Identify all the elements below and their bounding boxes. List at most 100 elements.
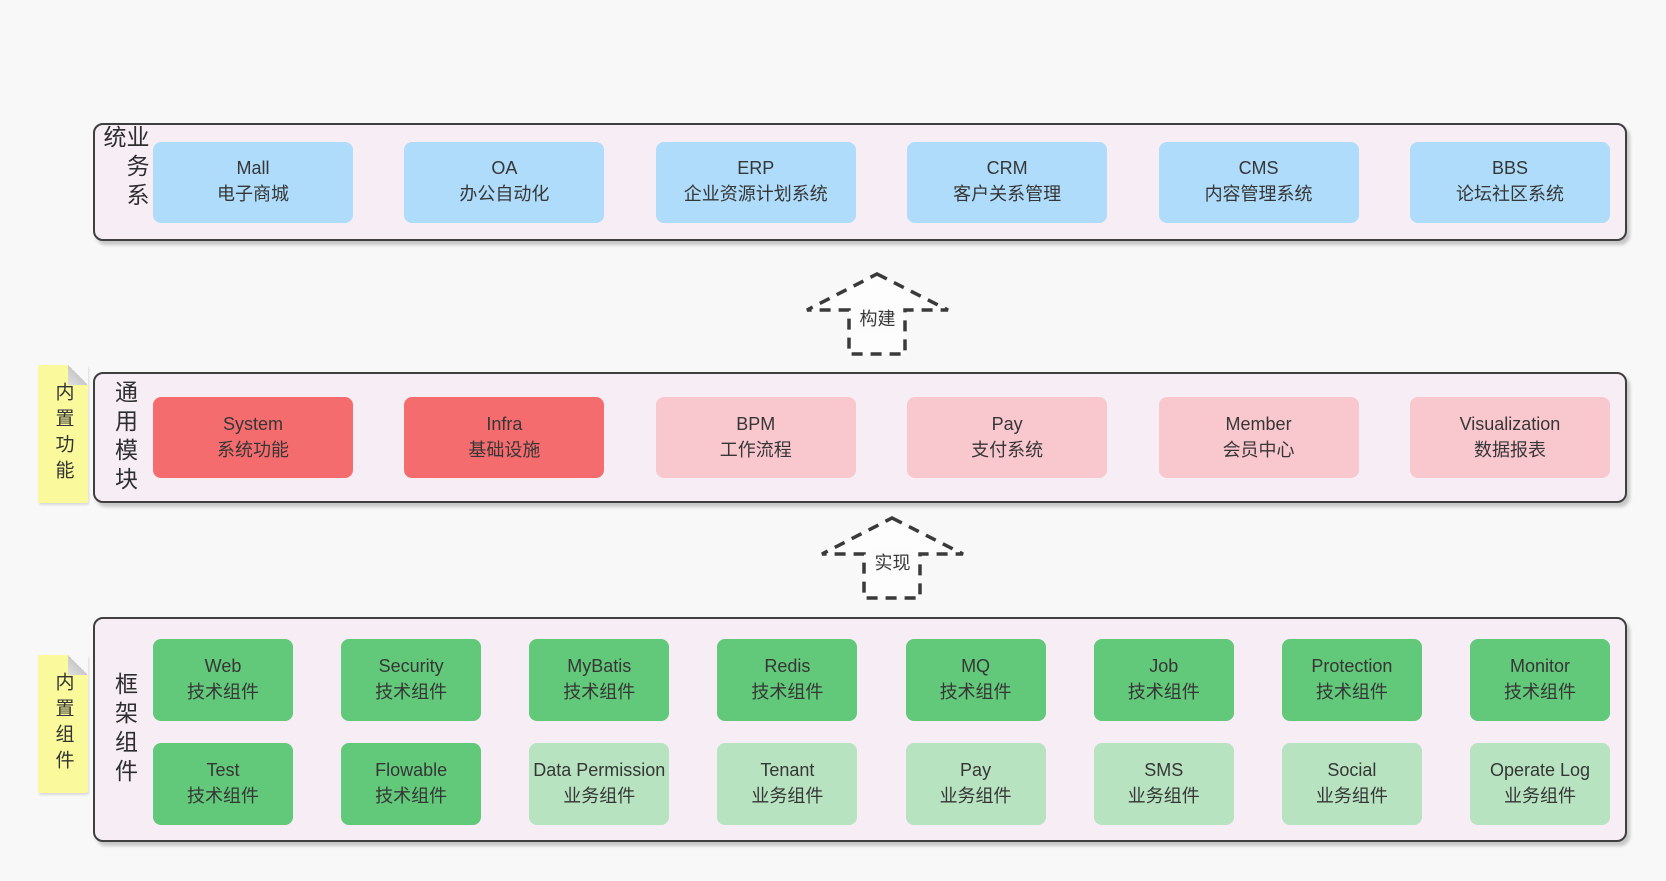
- node-pay-component: Pay 业务组件: [905, 742, 1046, 825]
- node-bbs-title: BBS: [1491, 158, 1528, 179]
- arrow-build-label: 构建: [856, 305, 899, 331]
- node-infra: Infra 基础设施: [404, 397, 605, 478]
- sticky-built-in-features: 内置功能: [38, 365, 88, 503]
- node-member-subtitle: 会员中心: [1222, 439, 1295, 460]
- layer-framework-components-labelzone: 框架组件: [95, 619, 153, 840]
- node-social-subtitle: 业务组件: [1315, 785, 1388, 806]
- arrow-implement-label: 实现: [871, 549, 914, 575]
- node-monitor-title: Monitor: [1509, 655, 1570, 676]
- framework-row-1: Web 技术组件 Security 技术组件 MyBatis 技术组件 Redi…: [153, 638, 1610, 721]
- node-web-subtitle: 技术组件: [187, 681, 259, 702]
- node-mall-title: Mall: [236, 158, 270, 179]
- node-test: Test 技术组件: [153, 742, 293, 825]
- node-job-subtitle: 技术组件: [1127, 681, 1200, 702]
- node-sms-title: SMS: [1144, 759, 1184, 780]
- node-redis-subtitle: 技术组件: [751, 681, 824, 702]
- node-test-title: Test: [206, 759, 240, 780]
- node-pay-module: Pay 支付系统: [907, 397, 1108, 478]
- node-mq: MQ 技术组件: [905, 638, 1046, 721]
- node-crm: CRM 客户关系管理: [907, 141, 1108, 223]
- sticky-built-in-components-label: 内置组件: [52, 672, 74, 776]
- sticky-built-in-features-label: 内置功能: [52, 382, 74, 486]
- node-pay-component-subtitle: 业务组件: [939, 785, 1012, 806]
- node-redis-title: Redis: [764, 655, 811, 676]
- node-job-title: Job: [1149, 655, 1179, 676]
- node-sms: SMS 业务组件: [1093, 742, 1234, 825]
- layer-business-systems-labelzone: 业务系统: [95, 125, 153, 239]
- node-flowable-subtitle: 技术组件: [375, 785, 448, 806]
- node-bpm-title: BPM: [736, 413, 776, 434]
- node-security-title: Security: [378, 655, 444, 676]
- node-protection-title: Protection: [1311, 655, 1393, 676]
- layer-common-modules-label: 通用模块: [111, 379, 138, 496]
- layer-common-modules-labelzone: 通用模块: [95, 374, 153, 501]
- layer-business-systems-content: Mall 电子商城 OA 办公自动化 ERP 企业资源计划系统 CRM 客户关系…: [153, 125, 1625, 239]
- node-erp: ERP 企业资源计划系统: [655, 141, 856, 223]
- node-data-permission-title: Data Permission: [533, 759, 666, 780]
- node-social-title: Social: [1327, 759, 1377, 780]
- node-cms: CMS 内容管理系统: [1158, 141, 1359, 223]
- node-operate-log: Operate Log 业务组件: [1469, 742, 1610, 825]
- node-cms-title: CMS: [1238, 158, 1279, 179]
- node-mall: Mall 电子商城: [153, 141, 353, 223]
- node-data-permission-subtitle: 业务组件: [563, 785, 636, 806]
- node-visualization: Visualization 数据报表: [1409, 397, 1610, 478]
- framework-row-2: Test 技术组件 Flowable 技术组件 Data Permission …: [153, 742, 1610, 825]
- layer-framework-components-label: 框架组件: [111, 671, 138, 788]
- layer-framework-components-content: Web 技术组件 Security 技术组件 MyBatis 技术组件 Redi…: [153, 619, 1625, 840]
- node-tenant: Tenant 业务组件: [717, 742, 858, 825]
- layer-framework-components: 框架组件 Web 技术组件 Security 技术组件 MyBatis 技术组件…: [93, 617, 1627, 842]
- node-oa: OA 办公自动化: [404, 141, 605, 223]
- node-bpm: BPM 工作流程: [655, 397, 856, 478]
- node-system-subtitle: 系统功能: [217, 439, 289, 460]
- node-tenant-title: Tenant: [760, 759, 815, 780]
- node-visualization-title: Visualization: [1459, 413, 1561, 434]
- layer-business-systems: 业务系统 Mall 电子商城 OA 办公自动化 ERP 企业资源计划系统 CRM…: [93, 123, 1627, 241]
- node-social: Social 业务组件: [1281, 742, 1422, 825]
- node-flowable: Flowable 技术组件: [341, 742, 482, 825]
- node-monitor: Monitor 技术组件: [1469, 638, 1610, 721]
- node-monitor-subtitle: 技术组件: [1503, 681, 1576, 702]
- node-mall-subtitle: 电子商城: [217, 184, 289, 204]
- node-pay-component-title: Pay: [960, 759, 992, 780]
- node-protection-subtitle: 技术组件: [1315, 681, 1388, 702]
- node-web: Web 技术组件: [153, 638, 293, 721]
- node-infra-subtitle: 基础设施: [468, 439, 541, 460]
- node-data-permission: Data Permission 业务组件: [529, 742, 670, 825]
- node-erp-title: ERP: [737, 158, 775, 179]
- node-oa-subtitle: 办公自动化: [459, 184, 550, 204]
- node-cms-subtitle: 内容管理系统: [1204, 184, 1313, 204]
- node-member-title: Member: [1225, 413, 1292, 434]
- node-mybatis-subtitle: 技术组件: [563, 681, 636, 702]
- sticky-built-in-components: 内置组件: [38, 655, 88, 793]
- node-system-title: System: [222, 413, 283, 434]
- node-test-subtitle: 技术组件: [187, 785, 259, 806]
- node-member: Member 会员中心: [1158, 397, 1359, 478]
- layer-common-modules-content: System 系统功能 Infra 基础设施 BPM 工作流程 Pay 支付系统…: [153, 374, 1625, 501]
- layer-common-modules: 通用模块 System 系统功能 Infra 基础设施 BPM 工作流程 Pay…: [93, 372, 1627, 503]
- node-crm-title: CRM: [986, 158, 1028, 179]
- node-oa-title: OA: [491, 158, 518, 179]
- node-sms-subtitle: 业务组件: [1127, 785, 1200, 806]
- node-mybatis: MyBatis 技术组件: [529, 638, 670, 721]
- node-mq-subtitle: 技术组件: [939, 681, 1012, 702]
- node-crm-subtitle: 客户关系管理: [953, 184, 1062, 204]
- node-operate-log-title: Operate Log: [1489, 759, 1591, 780]
- node-operate-log-subtitle: 业务组件: [1503, 785, 1576, 806]
- node-visualization-subtitle: 数据报表: [1473, 439, 1546, 460]
- node-bbs: BBS 论坛社区系统: [1409, 141, 1610, 223]
- node-infra-title: Infra: [486, 413, 523, 434]
- node-web-title: Web: [204, 655, 242, 676]
- node-bbs-subtitle: 论坛社区系统: [1455, 184, 1564, 204]
- node-erp-subtitle: 企业资源计划系统: [683, 184, 828, 204]
- node-security: Security 技术组件: [341, 638, 482, 721]
- node-pay-module-subtitle: 支付系统: [971, 439, 1044, 460]
- node-bpm-subtitle: 工作流程: [719, 439, 792, 460]
- node-protection: Protection 技术组件: [1281, 638, 1422, 721]
- node-security-subtitle: 技术组件: [375, 681, 448, 702]
- node-system: System 系统功能: [153, 397, 353, 478]
- node-pay-module-title: Pay: [991, 413, 1023, 434]
- node-job: Job 技术组件: [1093, 638, 1234, 721]
- arrow-implement: 实现: [820, 516, 965, 600]
